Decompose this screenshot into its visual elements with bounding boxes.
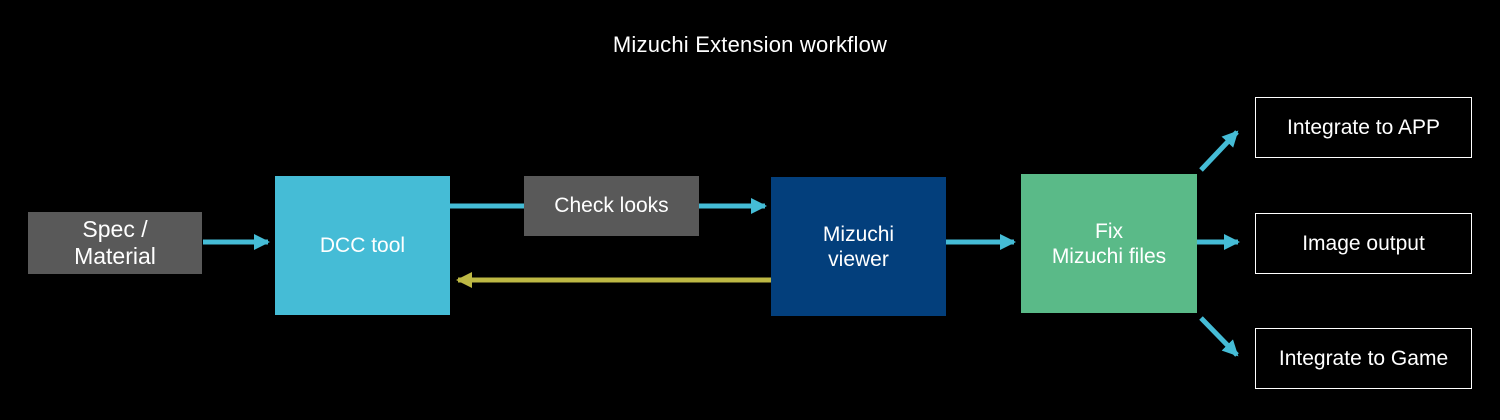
arrow-fix-to-game <box>1199 316 1239 357</box>
image-output-box: Image output <box>1255 213 1472 274</box>
mizuchi-viewer-box: Mizuchi viewer <box>771 177 946 316</box>
dcc-tool-box: DCC tool <box>275 176 450 315</box>
integrate-to-app-box: Integrate to APP <box>1255 97 1472 158</box>
check-looks-box: Check looks <box>524 176 699 236</box>
arrow-fix-to-app <box>1199 130 1239 172</box>
integrate-to-game-box: Integrate to Game <box>1255 328 1472 389</box>
diagram-title: Mizuchi Extension workflow <box>612 32 888 57</box>
fix-mizuchi-files-box: Fix Mizuchi files <box>1021 174 1197 313</box>
spec-material-box: Spec / Material <box>28 212 202 274</box>
